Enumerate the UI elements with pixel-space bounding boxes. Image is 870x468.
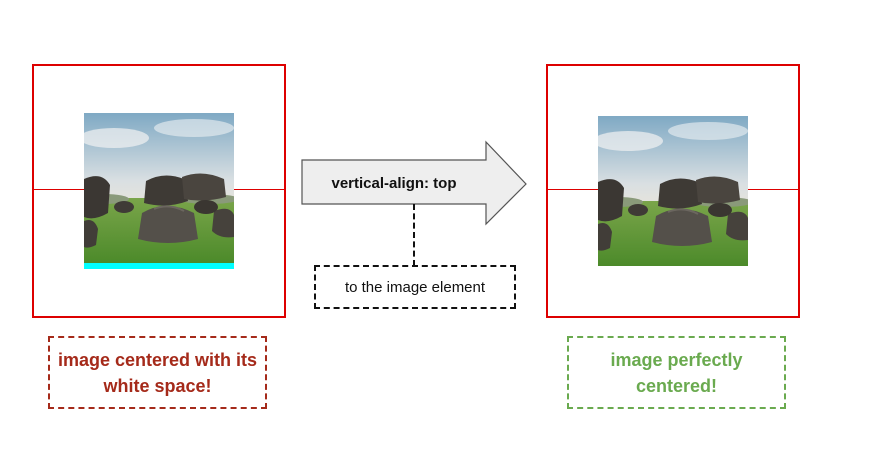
left-center-line-left xyxy=(34,189,84,190)
right-container-box xyxy=(546,64,800,318)
left-center-line-right xyxy=(234,189,284,190)
right-center-line-right xyxy=(748,189,798,190)
left-caption: image centered with its white space! xyxy=(48,336,267,409)
white-space-highlight xyxy=(84,263,234,269)
image-element-note: to the image element xyxy=(314,265,516,309)
right-arrow-shape xyxy=(301,140,527,226)
left-container-box xyxy=(32,64,286,318)
left-landscape-photo xyxy=(84,113,234,263)
right-caption: image perfectly centered! xyxy=(567,336,786,409)
arrow-label: vertical-align: top xyxy=(331,175,457,192)
right-center-line-left xyxy=(548,189,598,190)
arrow-note-connector xyxy=(413,204,415,266)
right-landscape-photo xyxy=(598,116,748,266)
